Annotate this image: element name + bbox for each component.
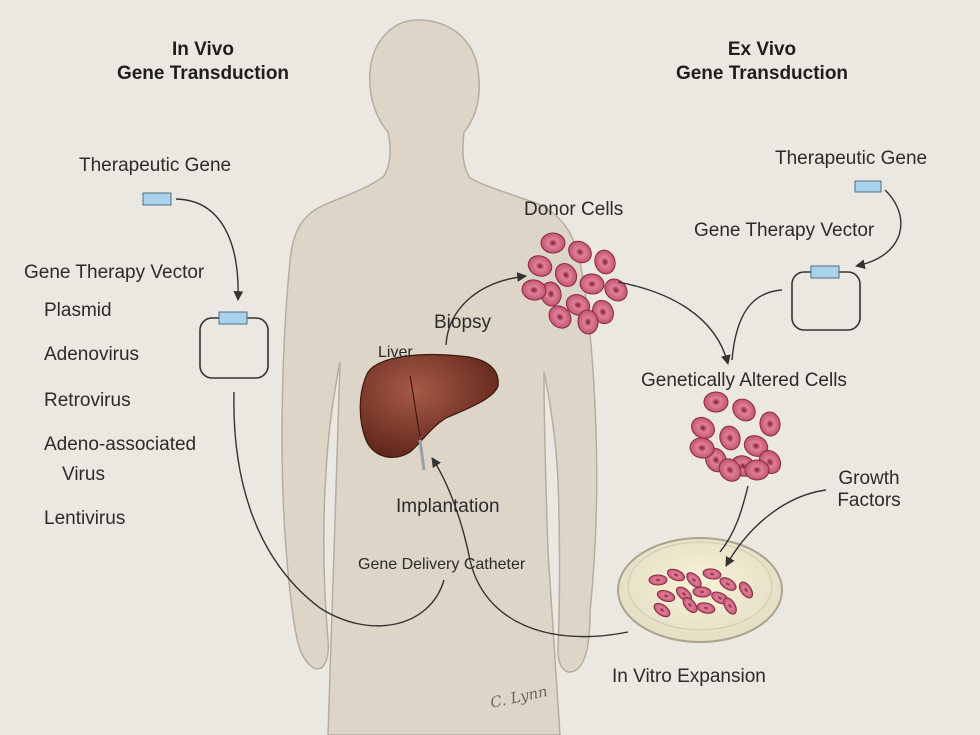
cell xyxy=(732,398,756,422)
cell xyxy=(554,263,578,287)
cell xyxy=(594,249,616,275)
cell xyxy=(568,240,592,264)
ex-vivo-gene-box xyxy=(854,180,882,193)
in-vitro-expansion-label: In Vitro Expansion xyxy=(612,666,766,687)
arrow-gene-to-vector-ex-vivo xyxy=(855,189,902,270)
vector-type-item: Retrovirus xyxy=(44,390,131,411)
arrow-biopsy-to-donor-cells xyxy=(445,272,527,346)
cell xyxy=(723,597,737,615)
cell xyxy=(666,568,686,582)
ex-vivo-heading-line1: Ex Vivo xyxy=(727,39,797,60)
arrow-vector-to-altered-cells xyxy=(731,289,783,361)
ex-vivo-therapeutic-gene-label: Therapeutic Gene xyxy=(775,148,928,169)
growth-factors-line2: Factors xyxy=(837,490,901,511)
ex-vivo-heading: Ex Vivo Gene Transduction xyxy=(662,38,862,86)
cell xyxy=(738,581,754,599)
cell xyxy=(648,574,668,586)
vector-type-item: Adenovirus xyxy=(44,344,140,365)
cell xyxy=(656,589,676,603)
cell xyxy=(686,572,702,588)
donor-cells-label: Donor Cells xyxy=(524,199,624,220)
implantation-label: Implantation xyxy=(396,496,500,517)
growth-factors-label: Growth Factors xyxy=(826,468,912,512)
cell xyxy=(579,273,605,295)
donor-cell-cluster xyxy=(521,232,628,335)
arrow-vector-to-catheter xyxy=(233,391,445,627)
cell xyxy=(703,391,729,413)
in-vivo-vector-plasmid xyxy=(199,311,269,379)
vector-type-item: Adeno-associated xyxy=(44,434,197,455)
ex-vivo-vector-plasmid xyxy=(791,265,861,331)
cell xyxy=(682,596,698,614)
cell xyxy=(653,602,671,618)
in-vivo-therapeutic-gene-label: Therapeutic Gene xyxy=(79,155,232,176)
cell xyxy=(548,305,572,329)
ex-vivo-vector-label: Gene Therapy Vector xyxy=(694,220,875,241)
in-vivo-vector-label: Gene Therapy Vector xyxy=(24,262,205,283)
in-vivo-gene-box xyxy=(142,192,172,206)
cell xyxy=(744,459,770,481)
cell xyxy=(527,255,553,277)
cell xyxy=(691,416,715,440)
vector-type-item: Lentivirus xyxy=(44,508,126,529)
biopsy-label: Biopsy xyxy=(434,312,492,333)
arrow-dish-to-implantation xyxy=(431,457,629,638)
cell xyxy=(692,586,712,598)
in-vivo-heading: In Vivo Gene Transduction xyxy=(108,38,298,86)
genetically-altered-cell-cluster xyxy=(689,391,782,482)
arrow-altered-cells-to-dish xyxy=(719,485,749,553)
cell xyxy=(719,425,741,451)
in-vivo-heading-line2: Gene Transduction xyxy=(116,63,290,84)
ex-vivo-heading-line2: Gene Transduction xyxy=(675,63,849,84)
arrow-donor-to-altered-cells xyxy=(617,281,731,365)
vector-type-item: Plasmid xyxy=(44,300,112,321)
cell xyxy=(577,309,599,335)
gene-delivery-catheter-label: Gene Delivery Catheter xyxy=(358,556,526,573)
cell xyxy=(540,232,566,254)
in-vivo-heading-line1: In Vivo xyxy=(172,39,234,60)
cell xyxy=(702,568,722,580)
cell xyxy=(696,602,716,614)
cell xyxy=(759,411,781,437)
cell xyxy=(521,279,547,301)
genetically-altered-cells-label: Genetically Altered Cells xyxy=(641,370,847,391)
expanded-cells xyxy=(648,568,754,618)
arrow-growth-factors-to-dish xyxy=(725,489,827,567)
cell xyxy=(719,577,737,591)
cell xyxy=(718,458,742,482)
arrow-gene-to-vector-in-vivo xyxy=(175,198,244,301)
cell xyxy=(689,437,715,459)
vector-type-item: Virus xyxy=(62,464,105,485)
growth-factors-line1: Growth xyxy=(838,468,900,489)
petri-dish xyxy=(617,537,783,643)
liver-label: Liver xyxy=(378,344,413,361)
liver-illustration xyxy=(359,353,499,471)
